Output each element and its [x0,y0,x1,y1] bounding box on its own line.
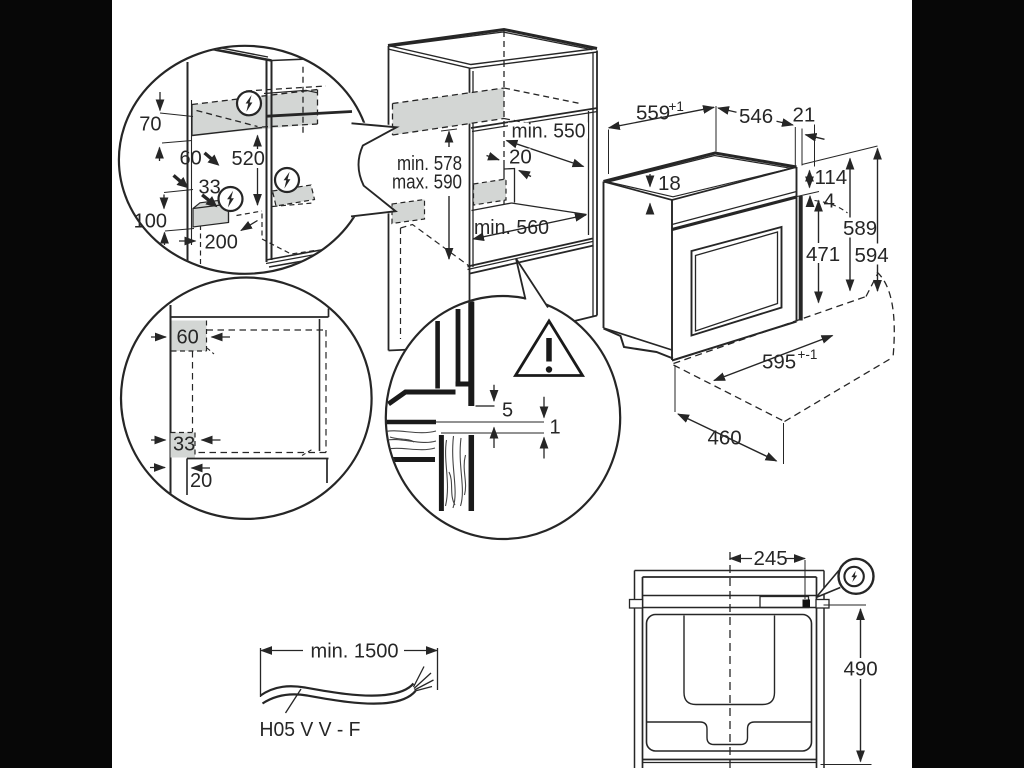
svg-text:559: 559 [636,102,670,125]
svg-text:60: 60 [177,327,199,349]
svg-text:20: 20 [509,146,532,169]
svg-text:33: 33 [199,177,221,199]
svg-text:min. 550: min. 550 [512,120,586,143]
svg-text:5: 5 [502,400,513,422]
svg-text:520: 520 [232,148,265,170]
svg-text:100: 100 [134,211,167,233]
svg-text:min. 560: min. 560 [474,216,549,239]
svg-text:min. 578: min. 578 [397,152,462,175]
svg-text:+-1: +-1 [798,347,818,362]
svg-text:546: 546 [739,105,773,128]
svg-text:+1: +1 [669,99,684,114]
svg-text:595: 595 [762,351,796,374]
svg-text:114: 114 [815,166,848,189]
svg-text:H05 V V - F: H05 V V - F [260,718,361,741]
svg-text:18: 18 [658,172,681,195]
svg-text:471: 471 [806,243,840,266]
svg-text:245: 245 [754,547,788,570]
svg-text:200: 200 [205,232,238,254]
svg-text:min. 1500: min. 1500 [311,640,399,663]
svg-text:33: 33 [173,434,195,456]
svg-text:60: 60 [180,148,202,170]
svg-text:21: 21 [793,104,816,127]
svg-text:20: 20 [190,470,212,492]
svg-text:460: 460 [708,427,742,450]
svg-text:490: 490 [844,658,878,681]
svg-text:max. 590: max. 590 [392,171,462,194]
svg-text:594: 594 [855,244,889,267]
svg-text:70: 70 [139,114,161,136]
svg-text:4: 4 [824,190,835,213]
svg-text:1: 1 [550,417,561,439]
svg-text:589: 589 [843,217,877,240]
